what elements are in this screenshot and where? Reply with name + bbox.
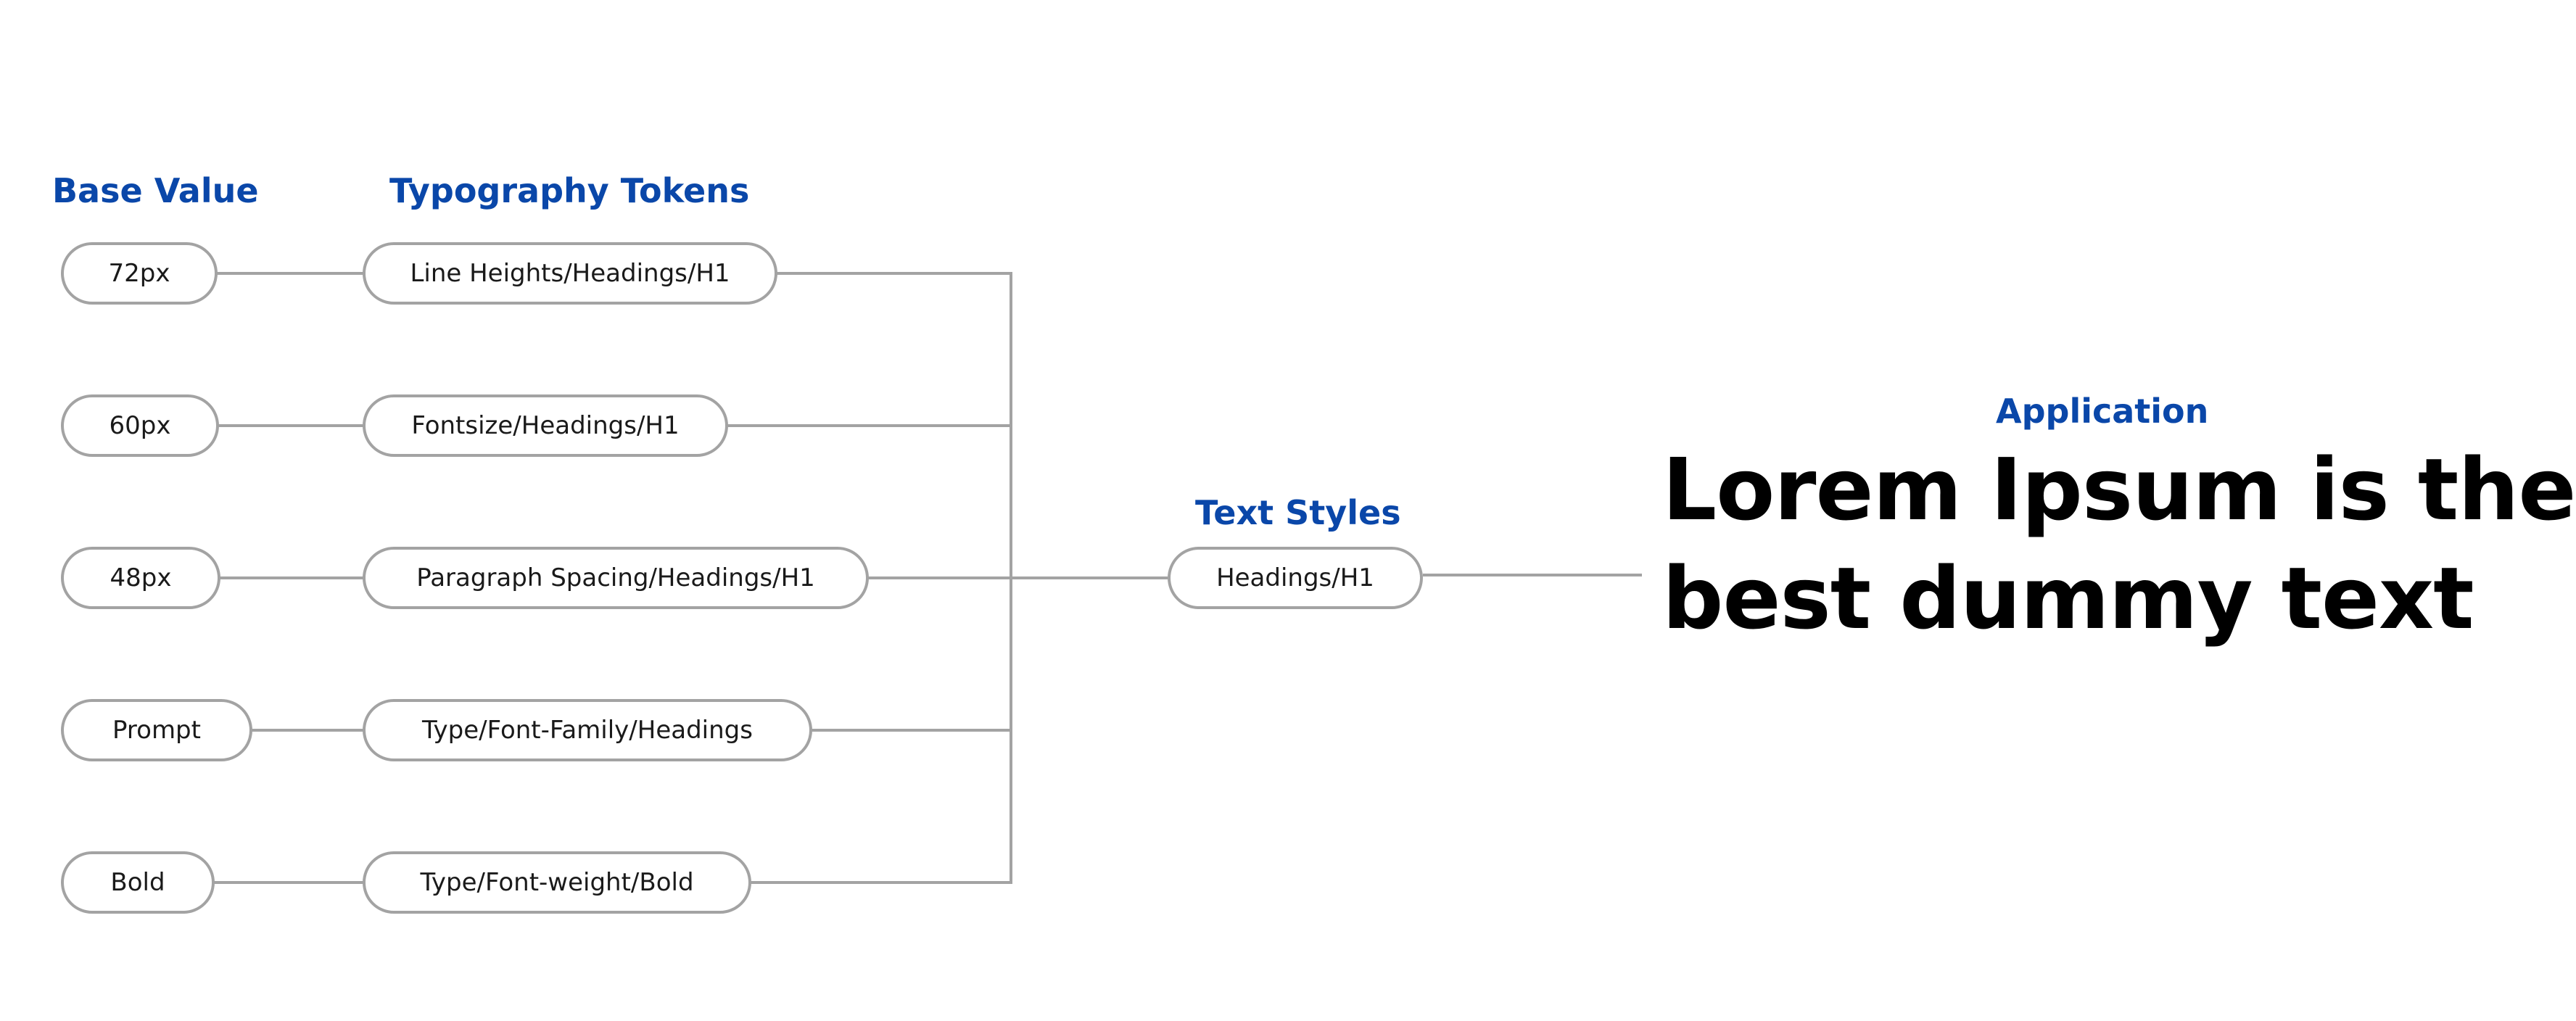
heading-typography-tokens: Typography Tokens <box>389 171 750 210</box>
application-sample-line-1: Lorem Ipsum is the <box>1662 439 2576 540</box>
base-value-pill-4: Prompt <box>61 699 252 761</box>
base-value-pill-2: 60px <box>61 394 219 457</box>
heading-application: Application <box>1996 392 2209 431</box>
base-value-pill-1: 72px <box>61 242 218 305</box>
token-pill-1: Line Heights/Headings/H1 <box>363 242 777 305</box>
heading-base-value: Base Value <box>52 171 259 210</box>
heading-text-styles: Text Styles <box>1195 493 1401 532</box>
application-sample-line-2: best dummy text <box>1662 548 2474 648</box>
base-value-pill-5: Bold <box>61 851 215 914</box>
token-pill-3: Paragraph Spacing/Headings/H1 <box>363 547 869 609</box>
text-style-pill: Headings/H1 <box>1168 547 1423 609</box>
base-value-pill-3: 48px <box>61 547 220 609</box>
token-pill-4: Type/Font-Family/Headings <box>363 699 812 761</box>
application-sample-text: Lorem Ipsum is the best dummy text <box>1662 435 2576 653</box>
token-pill-5: Type/Font-weight/Bold <box>363 851 751 914</box>
token-pill-2: Fontsize/Headings/H1 <box>363 394 728 457</box>
